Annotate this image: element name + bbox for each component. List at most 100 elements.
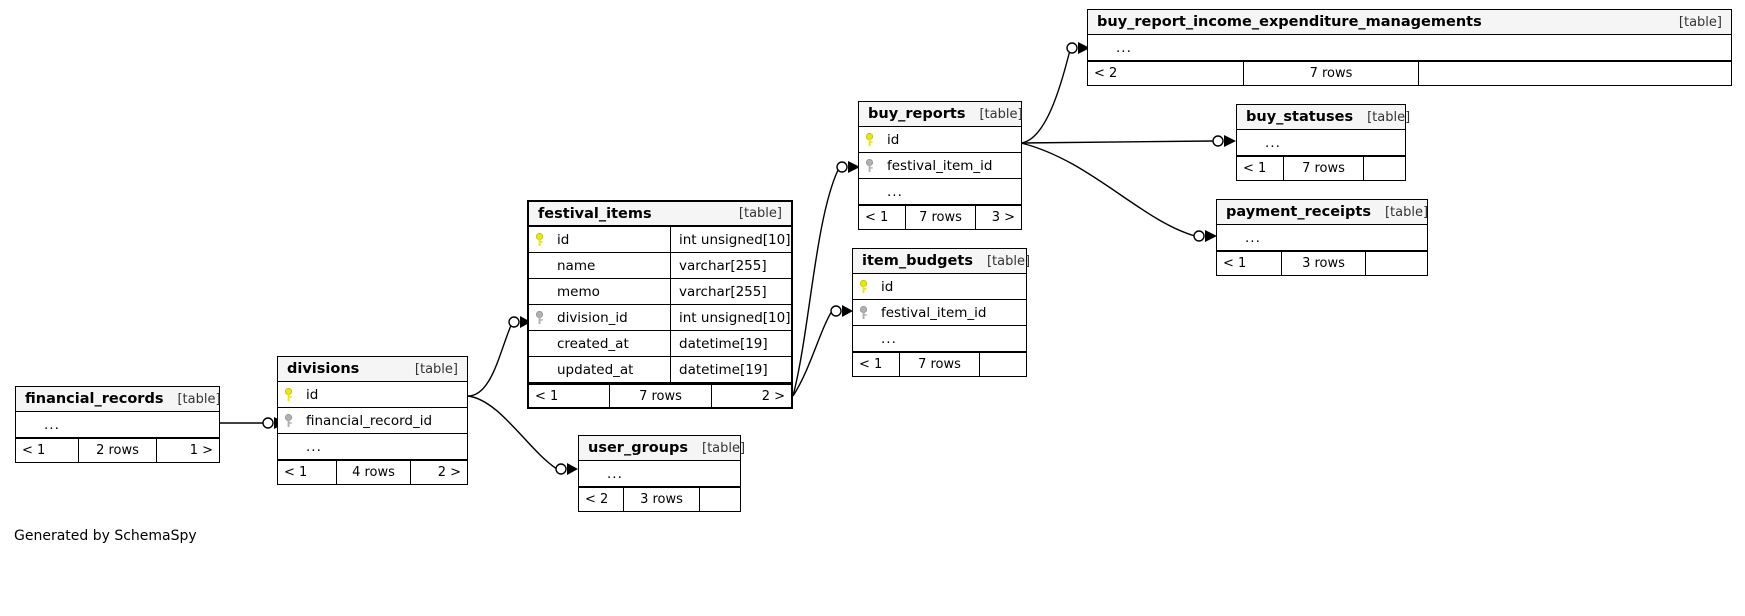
footer-parents: < 1 — [1243, 161, 1267, 176]
table-title-bar: item_budgets [table] — [853, 249, 1030, 274]
table-row: ... — [859, 179, 1021, 205]
table-title-bar: divisions [table] — [278, 357, 467, 382]
table-title-bar: buy_reports [table] — [859, 102, 1023, 127]
table-row: name varchar[255] — [529, 253, 791, 279]
table-row: ... — [1088, 35, 1731, 61]
footer-rowcount: 2 rows — [78, 439, 156, 462]
column-name: division_id — [557, 309, 628, 326]
table-buy-report-income-expenditure-managements[interactable]: buy_report_income_expenditure_management… — [1087, 9, 1732, 86]
footer-children — [1363, 157, 1405, 180]
column-name: festival_item_id — [881, 304, 987, 321]
footer-rowcount: 7 rows — [1283, 157, 1363, 180]
column-name: updated_at — [557, 361, 634, 378]
edge-buy-reports-buy-statuses — [1020, 140, 1214, 144]
footer-parents: < 1 — [284, 465, 308, 480]
column-name: ... — [887, 183, 903, 200]
table-user-groups[interactable]: user_groups [table] ... < 2 3 rows — [578, 435, 745, 512]
column-type: varchar[255] — [670, 279, 791, 304]
edge-divisions-festival-items — [467, 322, 513, 397]
key-slot — [1237, 130, 1257, 155]
key-slot — [1088, 35, 1108, 60]
column-name: id — [881, 278, 894, 295]
primary-key-icon — [535, 232, 543, 246]
column-type: datetime[19] — [670, 357, 791, 382]
table-name: buy_reports — [868, 106, 966, 122]
column-name: id — [557, 231, 570, 248]
table-title-bar: user_groups [table] — [579, 436, 745, 461]
crowfoot-circle-user-groups — [555, 463, 567, 475]
table-row: id — [278, 382, 467, 408]
foreign-key-icon — [859, 305, 867, 319]
table-row: division_id int unsigned[10] — [529, 305, 791, 331]
column-name: ... — [44, 416, 60, 433]
table-festival-items[interactable]: festival_items [table] id int unsigned[1… — [527, 200, 793, 409]
column-name: financial_record_id — [306, 412, 433, 429]
footer-children — [1418, 62, 1731, 85]
footer-rowcount: 7 rows — [905, 206, 975, 229]
key-slot — [859, 127, 879, 152]
table-footer: < 1 7 rows — [1237, 156, 1405, 180]
crowfoot-circle-payment-receipts — [1193, 230, 1205, 242]
table-title-bar: financial_records [table] — [16, 387, 221, 412]
key-slot — [853, 326, 873, 351]
table-row: festival_item_id — [853, 300, 1026, 326]
table-name: user_groups — [588, 440, 689, 456]
footer-children — [979, 353, 1026, 376]
footer-children: 2 > — [410, 461, 467, 484]
table-type-tag: [table] — [738, 206, 782, 221]
table-type-tag: [table] — [979, 106, 1023, 122]
table-payment-receipts[interactable]: payment_receipts [table] ... < 1 3 rows — [1216, 199, 1428, 276]
footer-children: 3 > — [975, 206, 1021, 229]
table-item-budgets[interactable]: item_budgets [table] id festival — [852, 248, 1030, 377]
table-row: ... — [16, 412, 219, 438]
column-name: ... — [607, 465, 623, 482]
table-type-tag: [table] — [702, 440, 746, 456]
footer-rowcount: 7 rows — [609, 385, 711, 407]
table-name: festival_items — [538, 205, 652, 222]
table-name: payment_receipts — [1226, 204, 1371, 220]
table-name: buy_statuses — [1246, 109, 1354, 125]
column-type: int unsigned[10] — [670, 227, 791, 252]
footer-parents: < 2 — [1094, 66, 1118, 81]
table-row: created_at datetime[19] — [529, 331, 791, 357]
column-name: ... — [1116, 39, 1132, 56]
footer-parents: < 1 — [535, 388, 559, 404]
table-row: memo varchar[255] — [529, 279, 791, 305]
footer-rowcount: 7 rows — [899, 353, 979, 376]
key-slot — [859, 153, 879, 178]
table-name: item_budgets — [862, 253, 973, 269]
table-financial-records[interactable]: financial_records [table] ... < 1 2 rows… — [15, 386, 221, 463]
generated-by-caption: Generated by SchemaSpy — [14, 528, 197, 544]
table-type-tag: [table] — [414, 361, 458, 377]
column-name: festival_item_id — [887, 157, 993, 174]
footer-parents: < 1 — [865, 210, 889, 225]
table-title-bar: payment_receipts [table] — [1217, 200, 1428, 225]
column-name: ... — [306, 438, 322, 455]
edge-festival-items-buy-reports — [792, 169, 839, 397]
footer-parents: < 1 — [859, 357, 883, 372]
key-slot — [853, 274, 873, 299]
table-row: ... — [278, 434, 467, 460]
primary-key-icon — [284, 387, 292, 401]
footer-parents: < 1 — [22, 443, 46, 458]
table-row: id — [859, 127, 1021, 153]
table-footer: < 1 7 rows — [853, 352, 1026, 376]
table-divisions[interactable]: divisions [table] id financial_r — [277, 356, 468, 485]
footer-rowcount: 7 rows — [1243, 62, 1418, 85]
footer-children — [699, 488, 740, 511]
column-name: ... — [881, 330, 897, 347]
table-title-bar: buy_report_income_expenditure_management… — [1088, 10, 1731, 35]
table-buy-reports[interactable]: buy_reports [table] id festival_ — [858, 101, 1023, 230]
table-row: ... — [579, 461, 740, 487]
table-type-tag: [table] — [1678, 14, 1722, 30]
key-slot — [278, 382, 298, 407]
column-name: created_at — [557, 335, 629, 352]
table-row: ... — [1237, 130, 1405, 156]
column-type: datetime[19] — [670, 331, 791, 356]
table-buy-statuses[interactable]: buy_statuses [table] ... < 1 7 rows — [1236, 104, 1410, 181]
crowfoot-circle-buy-reports — [836, 161, 848, 173]
key-slot — [529, 331, 549, 356]
footer-children: 1 > — [156, 439, 219, 462]
table-type-tag: [table] — [177, 391, 221, 407]
table-footer: < 1 2 rows 1 > — [16, 438, 219, 462]
